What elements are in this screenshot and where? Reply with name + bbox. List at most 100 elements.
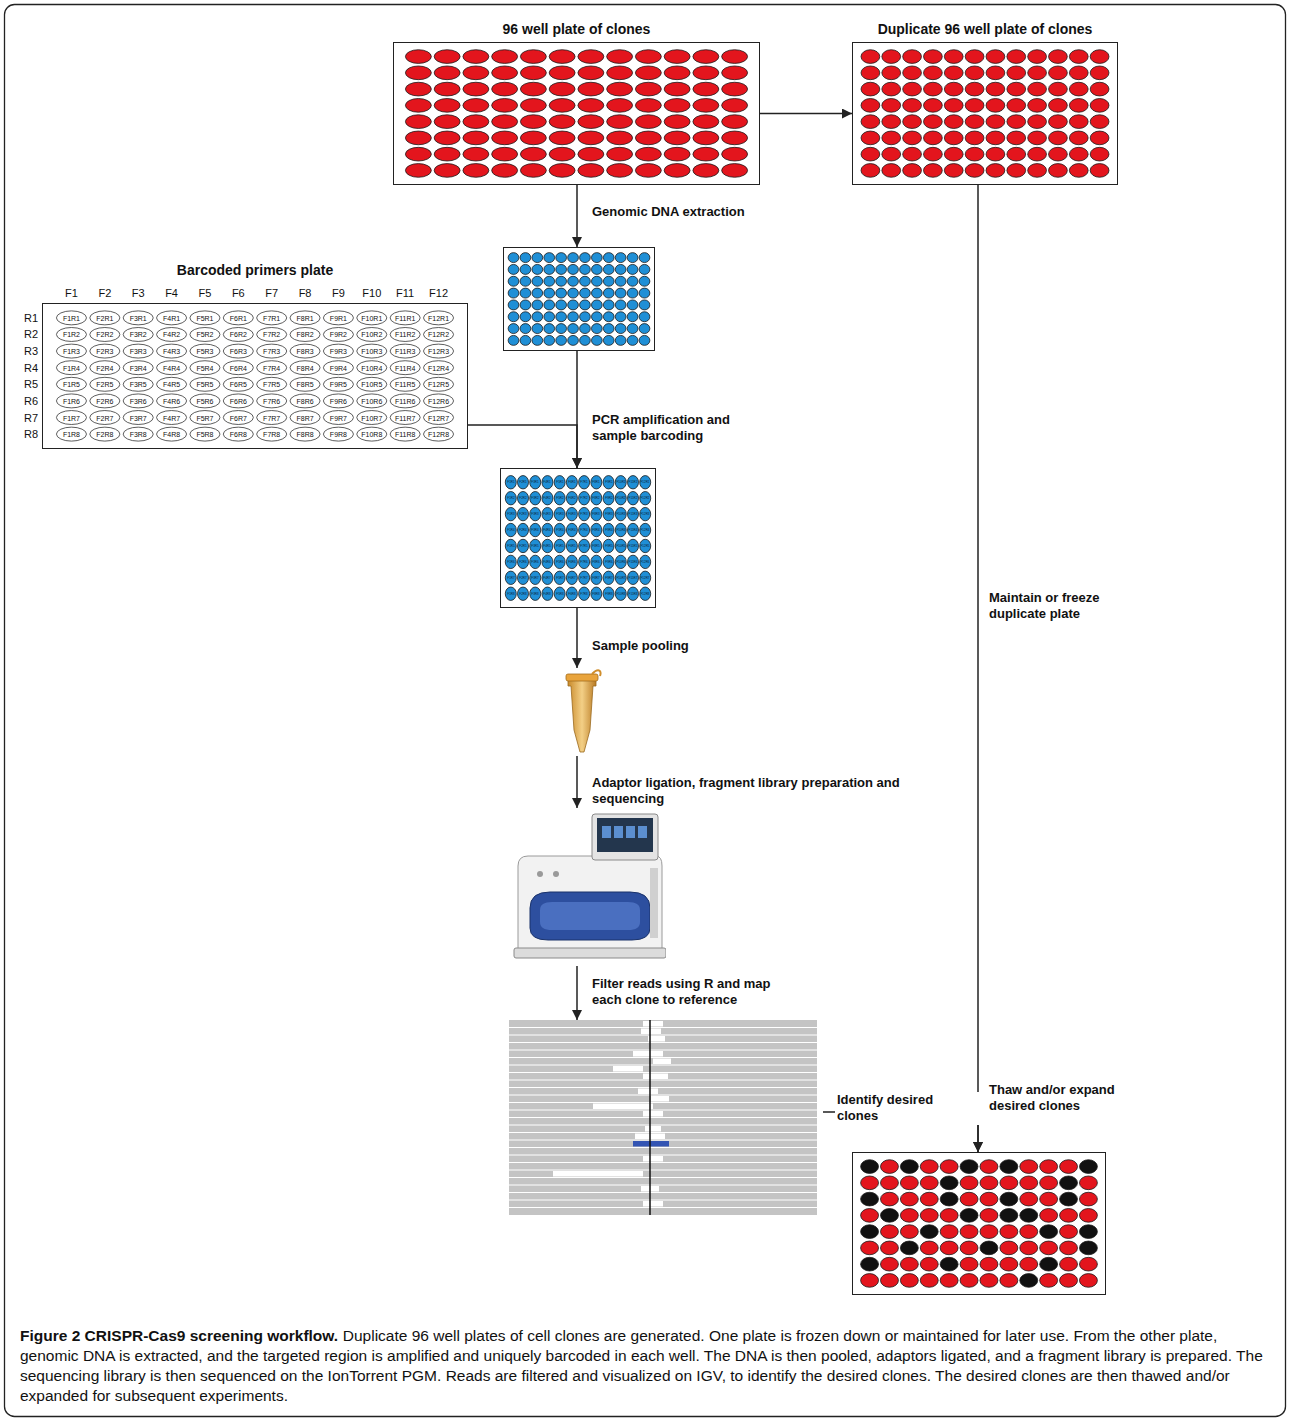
primer-barcode: F11R6 — [395, 397, 416, 404]
well-barcode: F9R6 — [605, 560, 612, 563]
primer-barcode: F11R3 — [395, 348, 416, 355]
primer-barcode: F9R3 — [330, 348, 347, 355]
row-label: R1 — [24, 312, 38, 323]
well-barcode: F4R4 — [544, 529, 551, 532]
flow-arrow — [760, 113, 852, 115]
column-label: F11 — [396, 288, 414, 299]
well-plate — [500, 468, 656, 608]
primer-barcode: F8R6 — [296, 397, 313, 404]
well-barcode: F12R1 — [641, 481, 650, 484]
well-barcode: F9R1 — [605, 481, 612, 484]
flow-arrow — [576, 756, 578, 808]
row-label: R4 — [24, 362, 38, 373]
well-barcode: F7R8 — [580, 592, 587, 595]
primer-barcode: F5R8 — [196, 431, 213, 438]
edge-label: Adaptor ligation, fragment library prepa… — [590, 775, 934, 808]
well-barcode: F9R5 — [605, 544, 612, 547]
primer-barcode: F12R1 — [428, 314, 449, 321]
well-barcode: F4R3 — [544, 513, 551, 516]
primer-barcode: F12R2 — [428, 331, 449, 338]
primer-barcode: F4R4 — [163, 364, 180, 371]
primer-barcode: F6R8 — [230, 431, 247, 438]
primer-barcode: F11R8 — [395, 431, 416, 438]
well-barcode: F5R4 — [556, 529, 563, 532]
well-barcode: F6R3 — [568, 513, 575, 516]
primer-barcode: F10R3 — [361, 348, 382, 355]
primer-barcode: F1R2 — [63, 331, 80, 338]
primer-barcode: F10R4 — [361, 364, 382, 371]
node-shape — [493, 1020, 823, 1215]
primer-barcode: F2R8 — [96, 431, 113, 438]
primer-barcode: F10R1 — [361, 314, 382, 321]
primer-barcode: F2R6 — [96, 397, 113, 404]
primer-barcode: F12R5 — [428, 381, 449, 388]
primer-barcode: F7R8 — [263, 431, 280, 438]
row-label: R8 — [24, 429, 38, 440]
primer-barcode: F4R6 — [163, 397, 180, 404]
primer-barcode: F1R4 — [63, 364, 80, 371]
well-barcode: F1R5 — [507, 544, 514, 547]
well-barcode: F6R8 — [568, 592, 575, 595]
well-barcode: F5R1 — [556, 481, 563, 484]
well-barcode: F4R5 — [544, 544, 551, 547]
primer-barcode: F11R5 — [395, 381, 416, 388]
well-barcode: F2R5 — [519, 544, 526, 547]
primer-barcode: F4R8 — [163, 431, 180, 438]
column-label: F6 — [232, 288, 245, 299]
well-barcode: F2R7 — [519, 576, 526, 579]
flow-arrow — [576, 966, 578, 1020]
well-barcode: F12R6 — [641, 560, 650, 563]
figure-title: Figure 2 CRISPR-Cas9 screening workflow. — [20, 1327, 338, 1344]
well-barcode: F10R8 — [616, 592, 625, 595]
primer-barcode: F5R7 — [196, 414, 213, 421]
primer-barcode: F6R3 — [230, 348, 247, 355]
primer-barcode: F6R4 — [230, 364, 247, 371]
column-label: F8 — [299, 288, 312, 299]
well-plate — [503, 247, 655, 351]
primer-barcode: F7R1 — [263, 314, 280, 321]
primer-barcode: F1R1 — [63, 314, 80, 321]
flow-arrow — [576, 185, 578, 247]
primer-barcode: F6R6 — [230, 397, 247, 404]
primer-barcode: F7R3 — [263, 348, 280, 355]
flow-arrow — [468, 425, 577, 468]
well-barcode: F10R6 — [616, 560, 625, 563]
primer-barcode: F10R5 — [361, 381, 382, 388]
primer-barcode: F6R7 — [230, 414, 247, 421]
node-shape — [852, 1152, 1106, 1295]
primer-barcode: F12R8 — [428, 431, 449, 438]
primer-barcode: F12R4 — [428, 364, 449, 371]
primer-barcode: F5R6 — [196, 397, 213, 404]
well-barcode: F2R3 — [519, 513, 526, 516]
primer-barcode: F8R2 — [296, 331, 313, 338]
node-shape — [852, 42, 1118, 185]
well-barcode: F8R3 — [593, 513, 600, 516]
well-barcode: F7R5 — [580, 544, 587, 547]
primer-barcode: F12R6 — [428, 397, 449, 404]
primer-barcode: F1R5 — [63, 381, 80, 388]
well-barcode: F7R3 — [580, 513, 587, 516]
well-barcode: F9R4 — [605, 529, 612, 532]
primer-barcode: F10R2 — [361, 331, 382, 338]
plate-heading: Duplicate 96 well plate of clones — [852, 21, 1118, 38]
well-barcode: F1R1 — [507, 481, 514, 484]
row-label: R6 — [24, 395, 38, 406]
primer-barcode: F1R6 — [63, 397, 80, 404]
primer-barcode: F5R2 — [196, 331, 213, 338]
column-label: F12 — [429, 288, 448, 299]
well-barcode: F10R7 — [616, 576, 625, 579]
well-barcode: F5R6 — [556, 560, 563, 563]
well-barcode: F2R4 — [519, 529, 526, 532]
primer-barcode: F3R5 — [130, 381, 147, 388]
well-barcode: F10R3 — [616, 513, 625, 516]
column-label: F7 — [265, 288, 278, 299]
primer-barcode: F5R1 — [196, 314, 213, 321]
well-barcode: F12R8 — [641, 592, 650, 595]
well-barcode: F9R8 — [605, 592, 612, 595]
well-barcode: F3R1 — [532, 481, 539, 484]
well-plate: 96 well plate of clones — [393, 21, 760, 185]
primer-barcode: F3R6 — [130, 397, 147, 404]
well-barcode: F8R4 — [593, 529, 600, 532]
well-barcode: F11R7 — [629, 576, 638, 579]
well-barcode: F2R8 — [519, 592, 526, 595]
